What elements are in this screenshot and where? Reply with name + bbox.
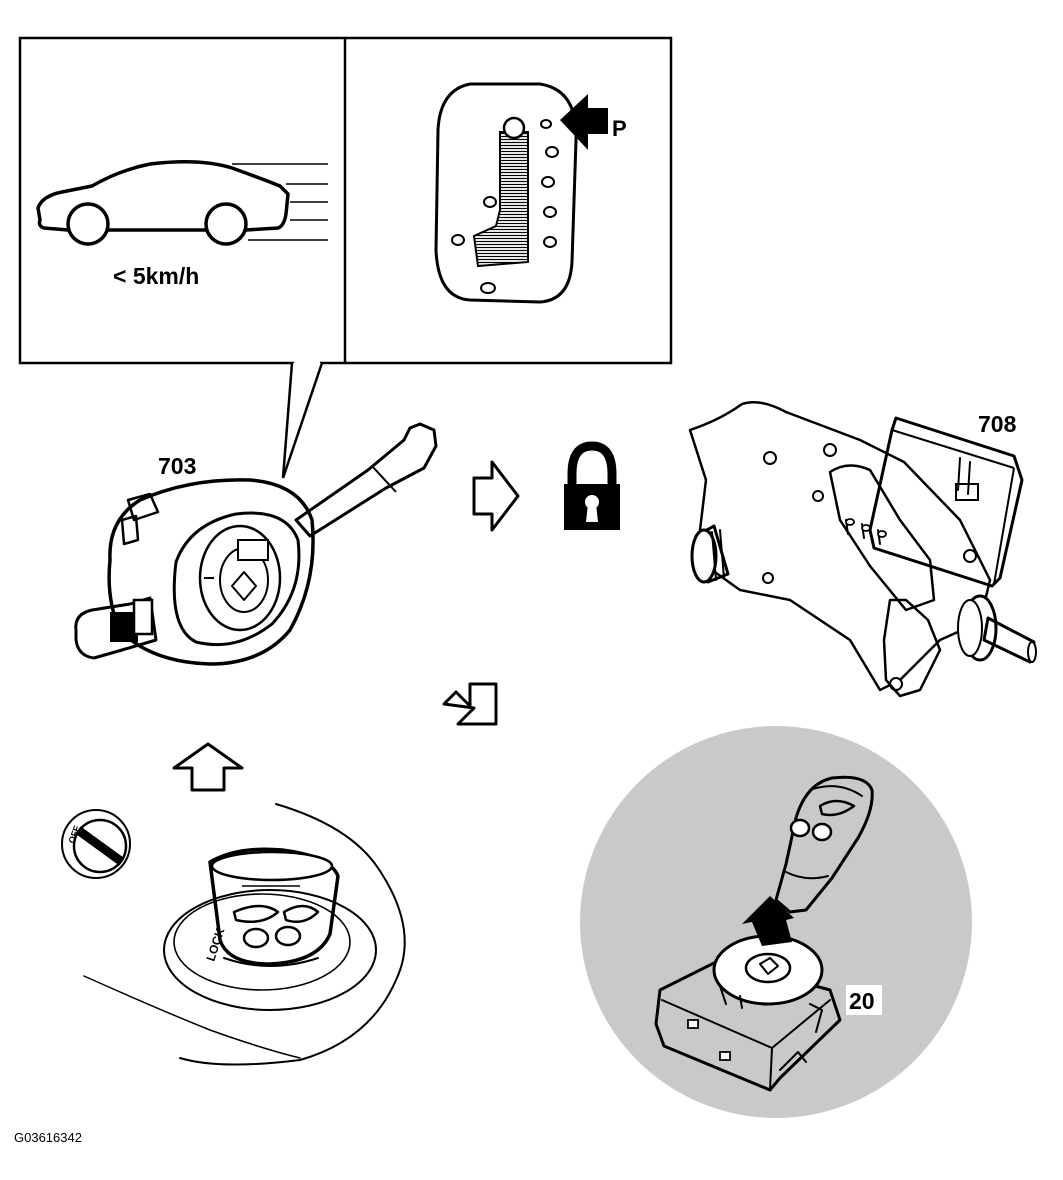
steering-lock-label: 708 <box>978 411 1017 437</box>
padlock-icon <box>564 441 620 530</box>
car-icon <box>36 160 328 246</box>
gear-position-dots <box>451 119 559 294</box>
lock-knob <box>61 809 131 879</box>
steering-column-lock-708 <box>688 401 1037 698</box>
gear-selector-gate <box>434 82 578 304</box>
speed-label: < 5km/h <box>113 263 199 289</box>
speed-lines <box>232 163 328 241</box>
gear-position-label: P <box>612 116 627 141</box>
steering-module-label: 703 <box>158 453 196 479</box>
ignition-switch-20 <box>654 775 874 1092</box>
figure-id: G03616342 <box>14 1130 82 1145</box>
dashboard-ignition-area <box>61 803 406 1066</box>
ignition-switch-label: 20 <box>849 988 875 1014</box>
callout-panel <box>18 36 673 479</box>
arrow-down-right-icon <box>442 682 498 726</box>
steering-wheel-module-703 <box>74 422 438 666</box>
gear-p-pointer-arrow <box>560 94 608 150</box>
arrow-right-icon <box>472 460 520 532</box>
arrow-up-icon <box>172 742 244 792</box>
